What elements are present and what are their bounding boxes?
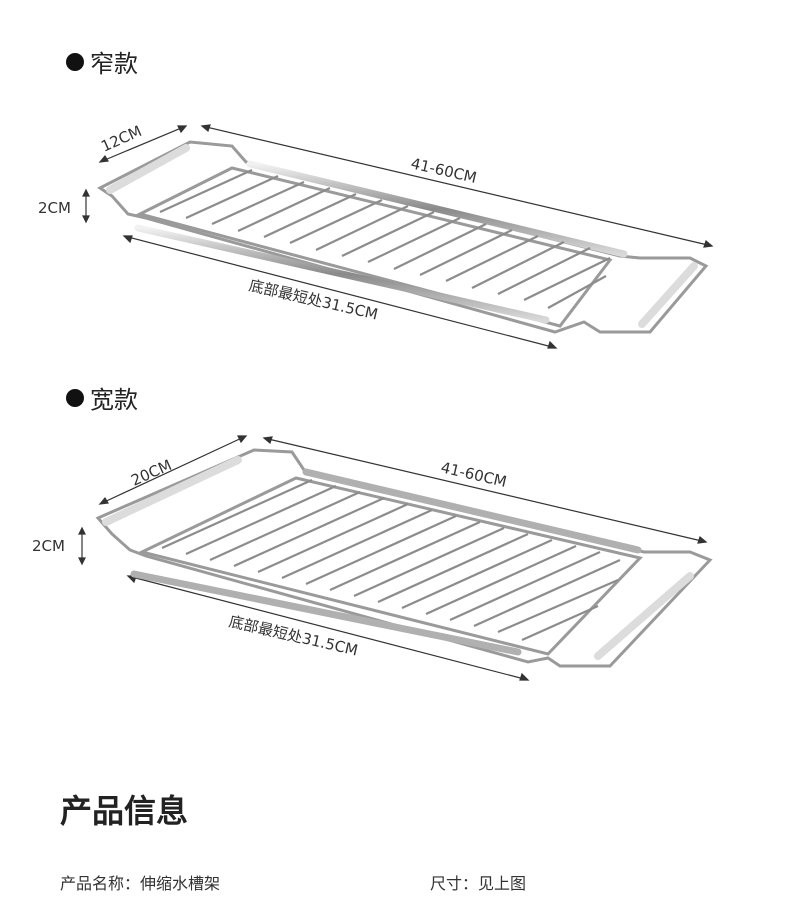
bottom-label: 底部最短处31.5CM [247, 276, 379, 323]
length-label: 41-60CM [439, 458, 508, 491]
section-title: 窄款 [90, 50, 138, 78]
rack-tubes [134, 160, 628, 324]
height-label: 2CM [38, 199, 71, 217]
height-label: 2CM [32, 537, 65, 555]
rack-bars [161, 478, 621, 642]
rack-tubes [130, 468, 642, 656]
product-name-label: 产品名称：伸缩水槽架 [60, 874, 221, 893]
rack-handles [106, 144, 698, 328]
product-info-title: 产品信息 [60, 792, 189, 830]
product-size-label: 尺寸：见上图 [430, 874, 527, 893]
rack-bars [159, 168, 611, 309]
narrow-rack-diagram: 12CM 41-60CM 2CM 底部最短处31.5CM [38, 122, 714, 349]
rack-handles [102, 456, 694, 660]
section-heading-wide: 宽款 [66, 380, 138, 415]
depth-label: 20CM [128, 456, 174, 490]
section-title: 宽款 [90, 386, 138, 414]
wide-rack-diagram: 20CM 41-60CM 2CM 底部最短处31.5CM [32, 435, 713, 681]
dimension-lines [78, 435, 708, 681]
section-heading-narrow: 窄款 [66, 44, 138, 79]
length-label: 41-60CM [409, 154, 478, 187]
rack-frame [95, 448, 713, 668]
bullet-icon [66, 52, 84, 71]
dimension-lines [82, 124, 714, 349]
depth-label: 12CM [98, 122, 144, 156]
bullet-icon [66, 388, 84, 407]
